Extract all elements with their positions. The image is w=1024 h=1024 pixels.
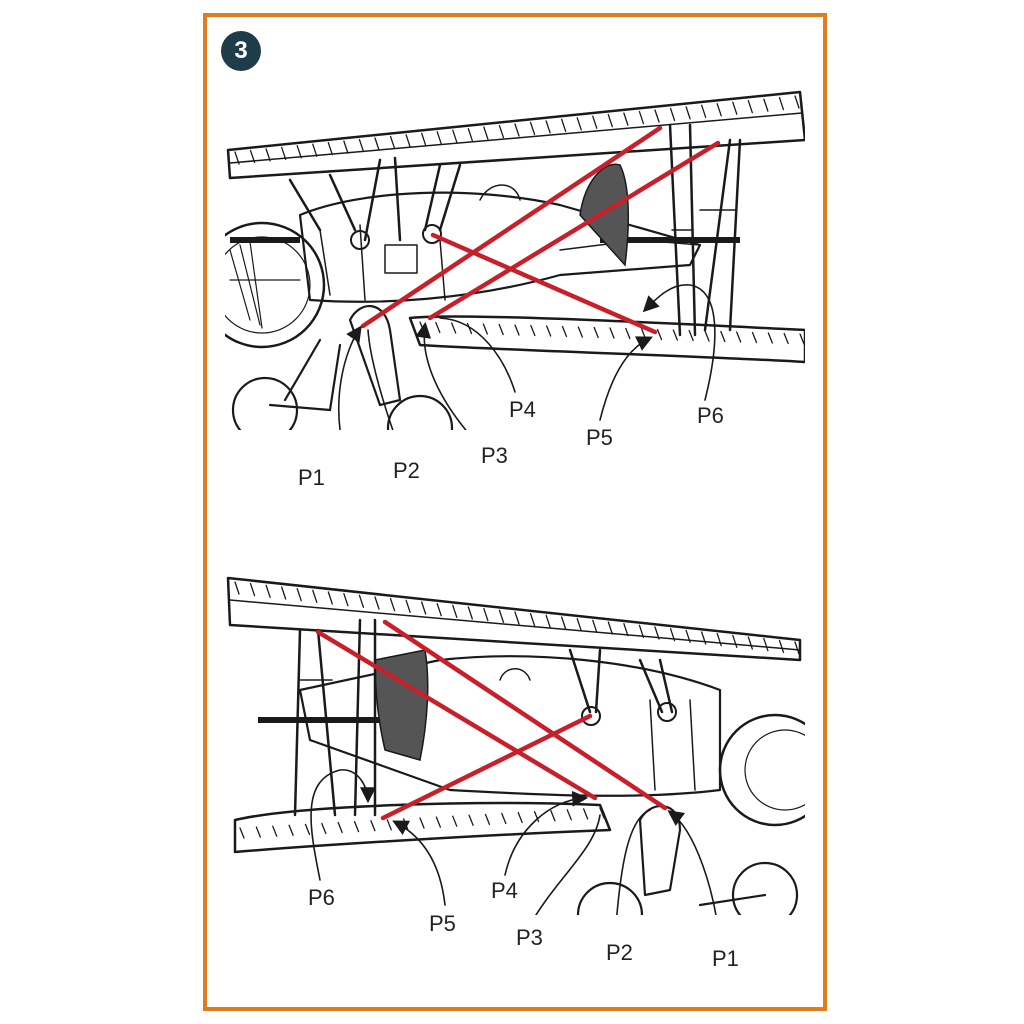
instruction-frame [203,13,827,1011]
label-p2: P2 [393,458,420,483]
cabane-struts [288,156,462,250]
cabane-struts-bottom [568,648,677,726]
landing-gear [231,304,454,430]
label-p1-bottom: P1 [712,946,739,971]
wire-bottom-1 [315,629,598,801]
label-p6-bottom: P6 [308,885,335,910]
top-view-drawing [225,90,805,430]
label-p1: P1 [298,465,325,490]
interplane-struts-bottom [293,618,377,817]
bracing-wires [360,125,721,335]
label-p6: P6 [697,403,724,428]
label-p2-bottom: P2 [606,940,633,965]
leader-lines [338,284,716,430]
label-p3: P3 [481,443,508,468]
label-p5-bottom: P5 [429,911,456,936]
engine-cowling [225,221,326,349]
bottom-view-drawing [226,576,805,915]
label-p4: P4 [509,397,536,422]
wire-top-1 [360,125,663,329]
wire-bottom-2 [382,619,668,811]
top-view-labels: P1 P2 P3 P4 P5 P6 [298,397,724,490]
label-p3-bottom: P3 [516,925,543,950]
wire-top-2 [427,140,721,321]
upper-wing [226,90,805,180]
label-p5: P5 [586,425,613,450]
bracing-wires-bottom [315,619,668,821]
interplane-struts [668,123,742,337]
wire-top-3 [430,232,658,335]
leader-lines-bottom [310,769,717,915]
engine-cowling-bottom [718,713,805,827]
upper-wing-bottom [226,576,802,662]
label-p4-bottom: P4 [491,878,518,903]
wire-bottom-3 [380,713,593,821]
step-number-badge: 3 [221,31,261,71]
fuselage-bottom [258,655,722,797]
tail-fin-bottom [374,649,429,761]
lower-wing [408,315,805,364]
landing-gear-bottom [576,805,799,915]
bottom-view-labels: P6 P5 P4 P3 P2 P1 [308,878,739,971]
